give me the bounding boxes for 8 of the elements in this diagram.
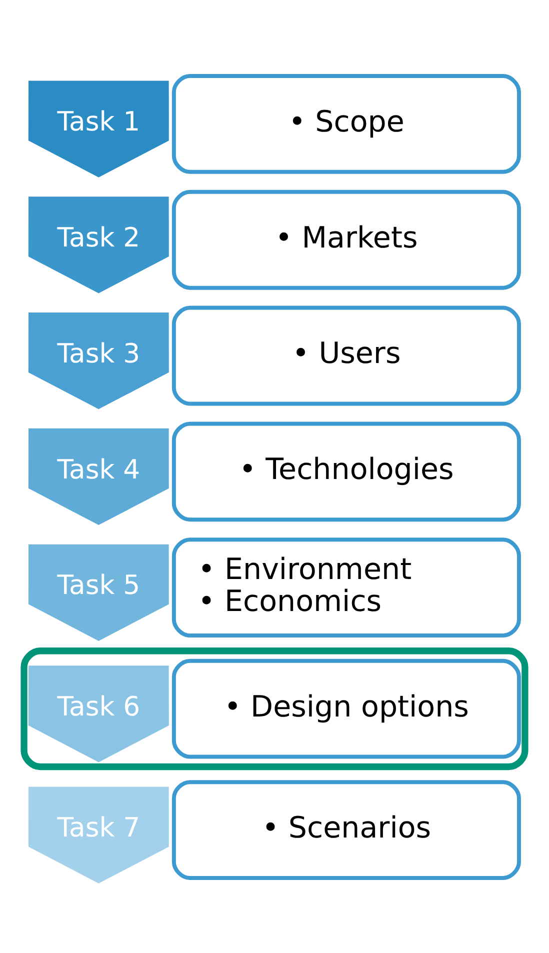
node-box: • Scope bbox=[172, 74, 521, 174]
node-box: • Design options bbox=[172, 658, 521, 758]
node-box: • Markets bbox=[172, 189, 521, 290]
node-box: • Technologies bbox=[172, 421, 521, 522]
node-box: • Scenarios bbox=[172, 780, 521, 880]
node-box: • Users bbox=[172, 305, 521, 406]
node-box: • Environment • Economics bbox=[172, 537, 521, 638]
cluster bbox=[20, 647, 528, 770]
